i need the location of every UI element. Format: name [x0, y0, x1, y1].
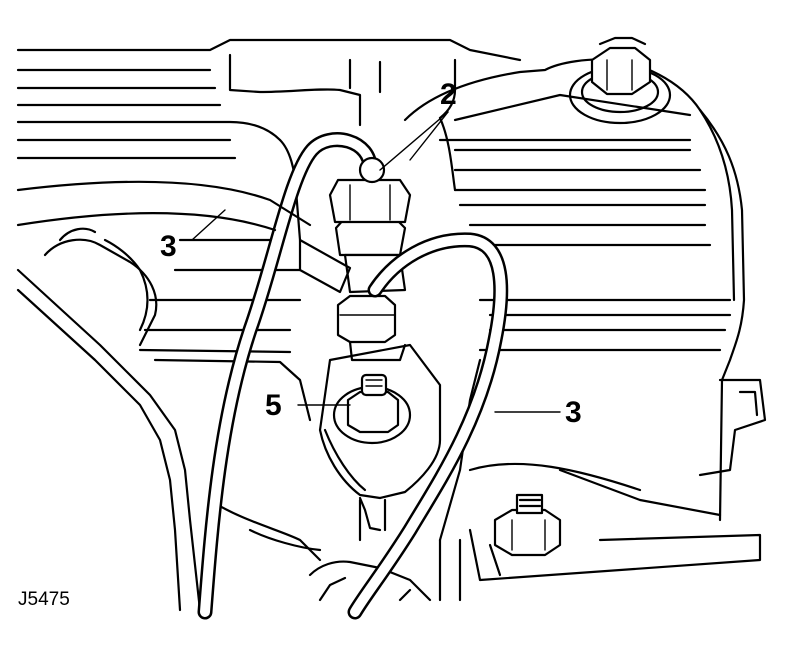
mounting-bracket	[468, 462, 762, 582]
cover-bolt-top	[568, 36, 672, 125]
left-body	[16, 227, 312, 612]
fuel-pipe-right	[347, 232, 509, 620]
leader-3-left	[191, 209, 226, 241]
pipe-clamp-bracket	[318, 343, 442, 532]
callout-3-left: 3	[160, 230, 177, 263]
leader-2-a	[379, 111, 449, 171]
leak-off-pipe	[16, 180, 312, 232]
callout-2: 2	[440, 78, 457, 111]
leader-2-b	[409, 111, 449, 161]
callout-3-right: 3	[565, 396, 582, 429]
cam-housing	[16, 38, 522, 242]
figure-reference: J5475	[18, 589, 70, 610]
fuel-pipe-left	[197, 132, 386, 620]
leader-lines	[191, 111, 561, 413]
callout-5: 5	[265, 389, 282, 422]
cylinder-head-cover	[403, 58, 767, 522]
